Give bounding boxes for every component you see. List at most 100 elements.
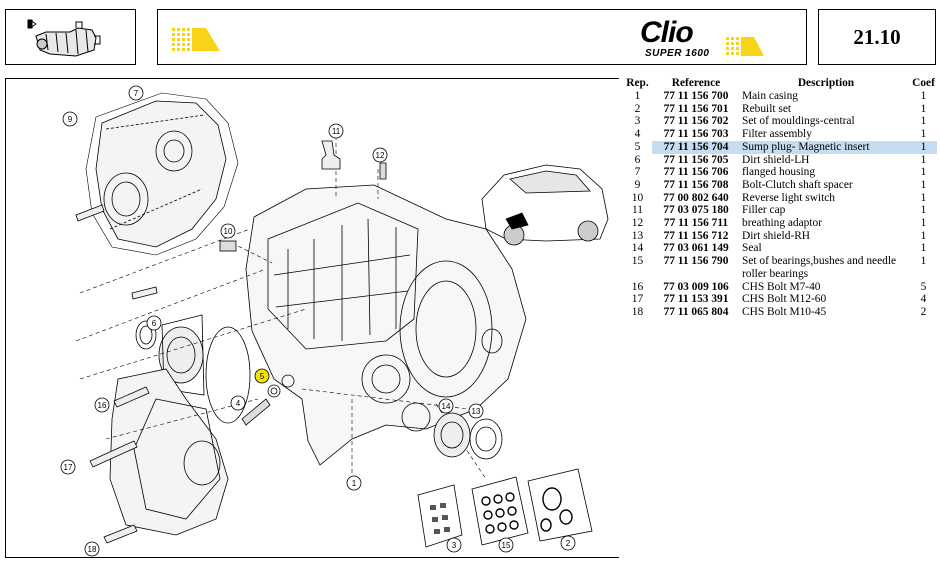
cell-reference[interactable]: 77 11 156 700 <box>663 90 729 102</box>
cell-coef: 1 <box>920 178 927 191</box>
svg-text:12: 12 <box>376 151 385 160</box>
cell-description: Filter assembly <box>742 128 812 141</box>
table-row[interactable]: 13 77 11 156 712 Dirt shield-RH 1 <box>623 230 937 243</box>
cell-coef: 1 <box>920 166 927 179</box>
svg-text:3: 3 <box>452 541 457 550</box>
cell-description: Reverse light switch <box>742 191 836 204</box>
cell-rep: 17 <box>631 293 644 306</box>
table-row[interactable]: 9 77 11 156 708 Bolt-Clutch shaft spacer 1 <box>623 179 937 192</box>
cell-coef: 1 <box>920 204 927 217</box>
cell-coef: 1 <box>920 102 927 115</box>
cell-reference[interactable]: 77 11 156 711 <box>663 217 729 230</box>
callout-11: 11 <box>328 123 344 139</box>
svg-text:16: 16 <box>98 401 107 410</box>
cell-reference[interactable]: 77 11 156 705 <box>663 153 729 166</box>
gearbox-icon <box>27 19 101 57</box>
callout-4: 4 <box>230 395 246 411</box>
cell-description: Filler cap <box>742 204 786 217</box>
cell-reference[interactable]: 77 03 075 180 <box>663 204 729 217</box>
cell-reference[interactable]: 77 00 802 640 <box>663 191 729 204</box>
column-header-coef: Coef <box>912 77 935 89</box>
svg-text:10: 10 <box>224 227 233 236</box>
cell-description: Seal <box>742 242 762 255</box>
svg-text:7: 7 <box>134 89 139 98</box>
gearbox-exploded-view: 1 2 3 4 5 6 7 9 10 11 12 13 14 15 16 17 … <box>60 85 609 557</box>
cell-description: Rebuilt set <box>742 102 792 115</box>
cell-reference[interactable]: 77 03 061 149 <box>663 242 729 255</box>
cell-coef: 1 <box>920 128 927 141</box>
cell-coef: 4 <box>920 293 927 306</box>
cell-coef: 1 <box>920 255 927 268</box>
cell-reference[interactable]: 77 11 065 804 <box>663 305 729 318</box>
table-header-row: Rep. Reference Description Coef <box>623 77 937 90</box>
callout-6: 6 <box>146 315 162 331</box>
cell-reference[interactable]: 77 11 156 790 <box>663 255 729 268</box>
cell-reference[interactable]: 77 11 156 702 <box>663 115 729 128</box>
callout-13: 13 <box>468 403 484 419</box>
cell-description: Dirt shield-RH <box>742 229 811 242</box>
svg-text:6: 6 <box>152 319 157 328</box>
cell-reference[interactable]: 77 11 156 703 <box>663 128 729 141</box>
stripe-pattern-left <box>172 28 764 56</box>
column-header-description: Description <box>797 77 855 89</box>
cell-rep: 9 <box>634 178 641 191</box>
cell-coef: 2 <box>920 305 927 318</box>
cell-rep: 18 <box>631 305 644 318</box>
cell-reference[interactable]: 77 11 156 706 <box>663 166 729 179</box>
cell-description: Sump plug- Magnetic insert <box>740 140 910 154</box>
callout-10: 10 <box>220 223 236 239</box>
cell-reference[interactable]: 77 11 153 391 <box>663 293 729 306</box>
cell-coef: 1 <box>910 140 937 154</box>
page-number: 21.10 <box>853 24 901 49</box>
cell-description: Bolt-Clutch shaft spacer <box>742 178 853 191</box>
cell-description: CHS Bolt M12-60 <box>742 293 827 306</box>
cell-reference[interactable]: 77 03 009 106 <box>663 280 729 293</box>
callout-3: 3 <box>446 537 462 553</box>
cell-reference[interactable]: 77 11 156 712 <box>663 229 729 242</box>
svg-text:5: 5 <box>260 372 265 381</box>
gearbox-icon-box <box>5 9 136 65</box>
cell-rep: 10 <box>631 191 644 204</box>
callout-17: 17 <box>60 459 76 475</box>
brand-banner: Clio SUPER 1600 <box>157 9 807 65</box>
cell-description: Set of mouldings-central <box>742 115 855 128</box>
cell-reference[interactable]: 77 11 156 704 <box>652 140 740 154</box>
callout-9: 9 <box>62 111 78 127</box>
cell-coef: 1 <box>920 191 927 204</box>
cell-description: Main casing <box>742 90 798 102</box>
cell-rep: 5 <box>634 140 641 153</box>
callout-16: 16 <box>94 397 110 413</box>
svg-text:2: 2 <box>566 539 571 548</box>
svg-text:18: 18 <box>88 545 97 554</box>
cell-reference[interactable]: 77 11 156 708 <box>663 178 729 191</box>
cell-rep: 13 <box>631 229 644 242</box>
cell-reference[interactable]: 77 11 156 701 <box>663 102 729 115</box>
svg-text:11: 11 <box>332 127 341 136</box>
svg-text:13: 13 <box>472 407 481 416</box>
table-row[interactable]: 10 77 00 802 640 Reverse light switch 1 <box>623 192 937 205</box>
callout-15: 15 <box>498 537 514 553</box>
svg-text:4: 4 <box>236 399 241 408</box>
column-header-rep: Rep. <box>626 77 649 89</box>
cell-coef: 1 <box>920 229 927 242</box>
table-row[interactable]: 17 77 11 153 391 CHS Bolt M12-60 4 <box>623 293 937 306</box>
cell-rep: 7 <box>634 166 641 179</box>
cell-coef: 1 <box>920 153 927 166</box>
cell-description: breathing adaptor <box>742 217 823 230</box>
callout-12: 12 <box>372 147 388 163</box>
cell-coef: 1 <box>920 90 927 102</box>
